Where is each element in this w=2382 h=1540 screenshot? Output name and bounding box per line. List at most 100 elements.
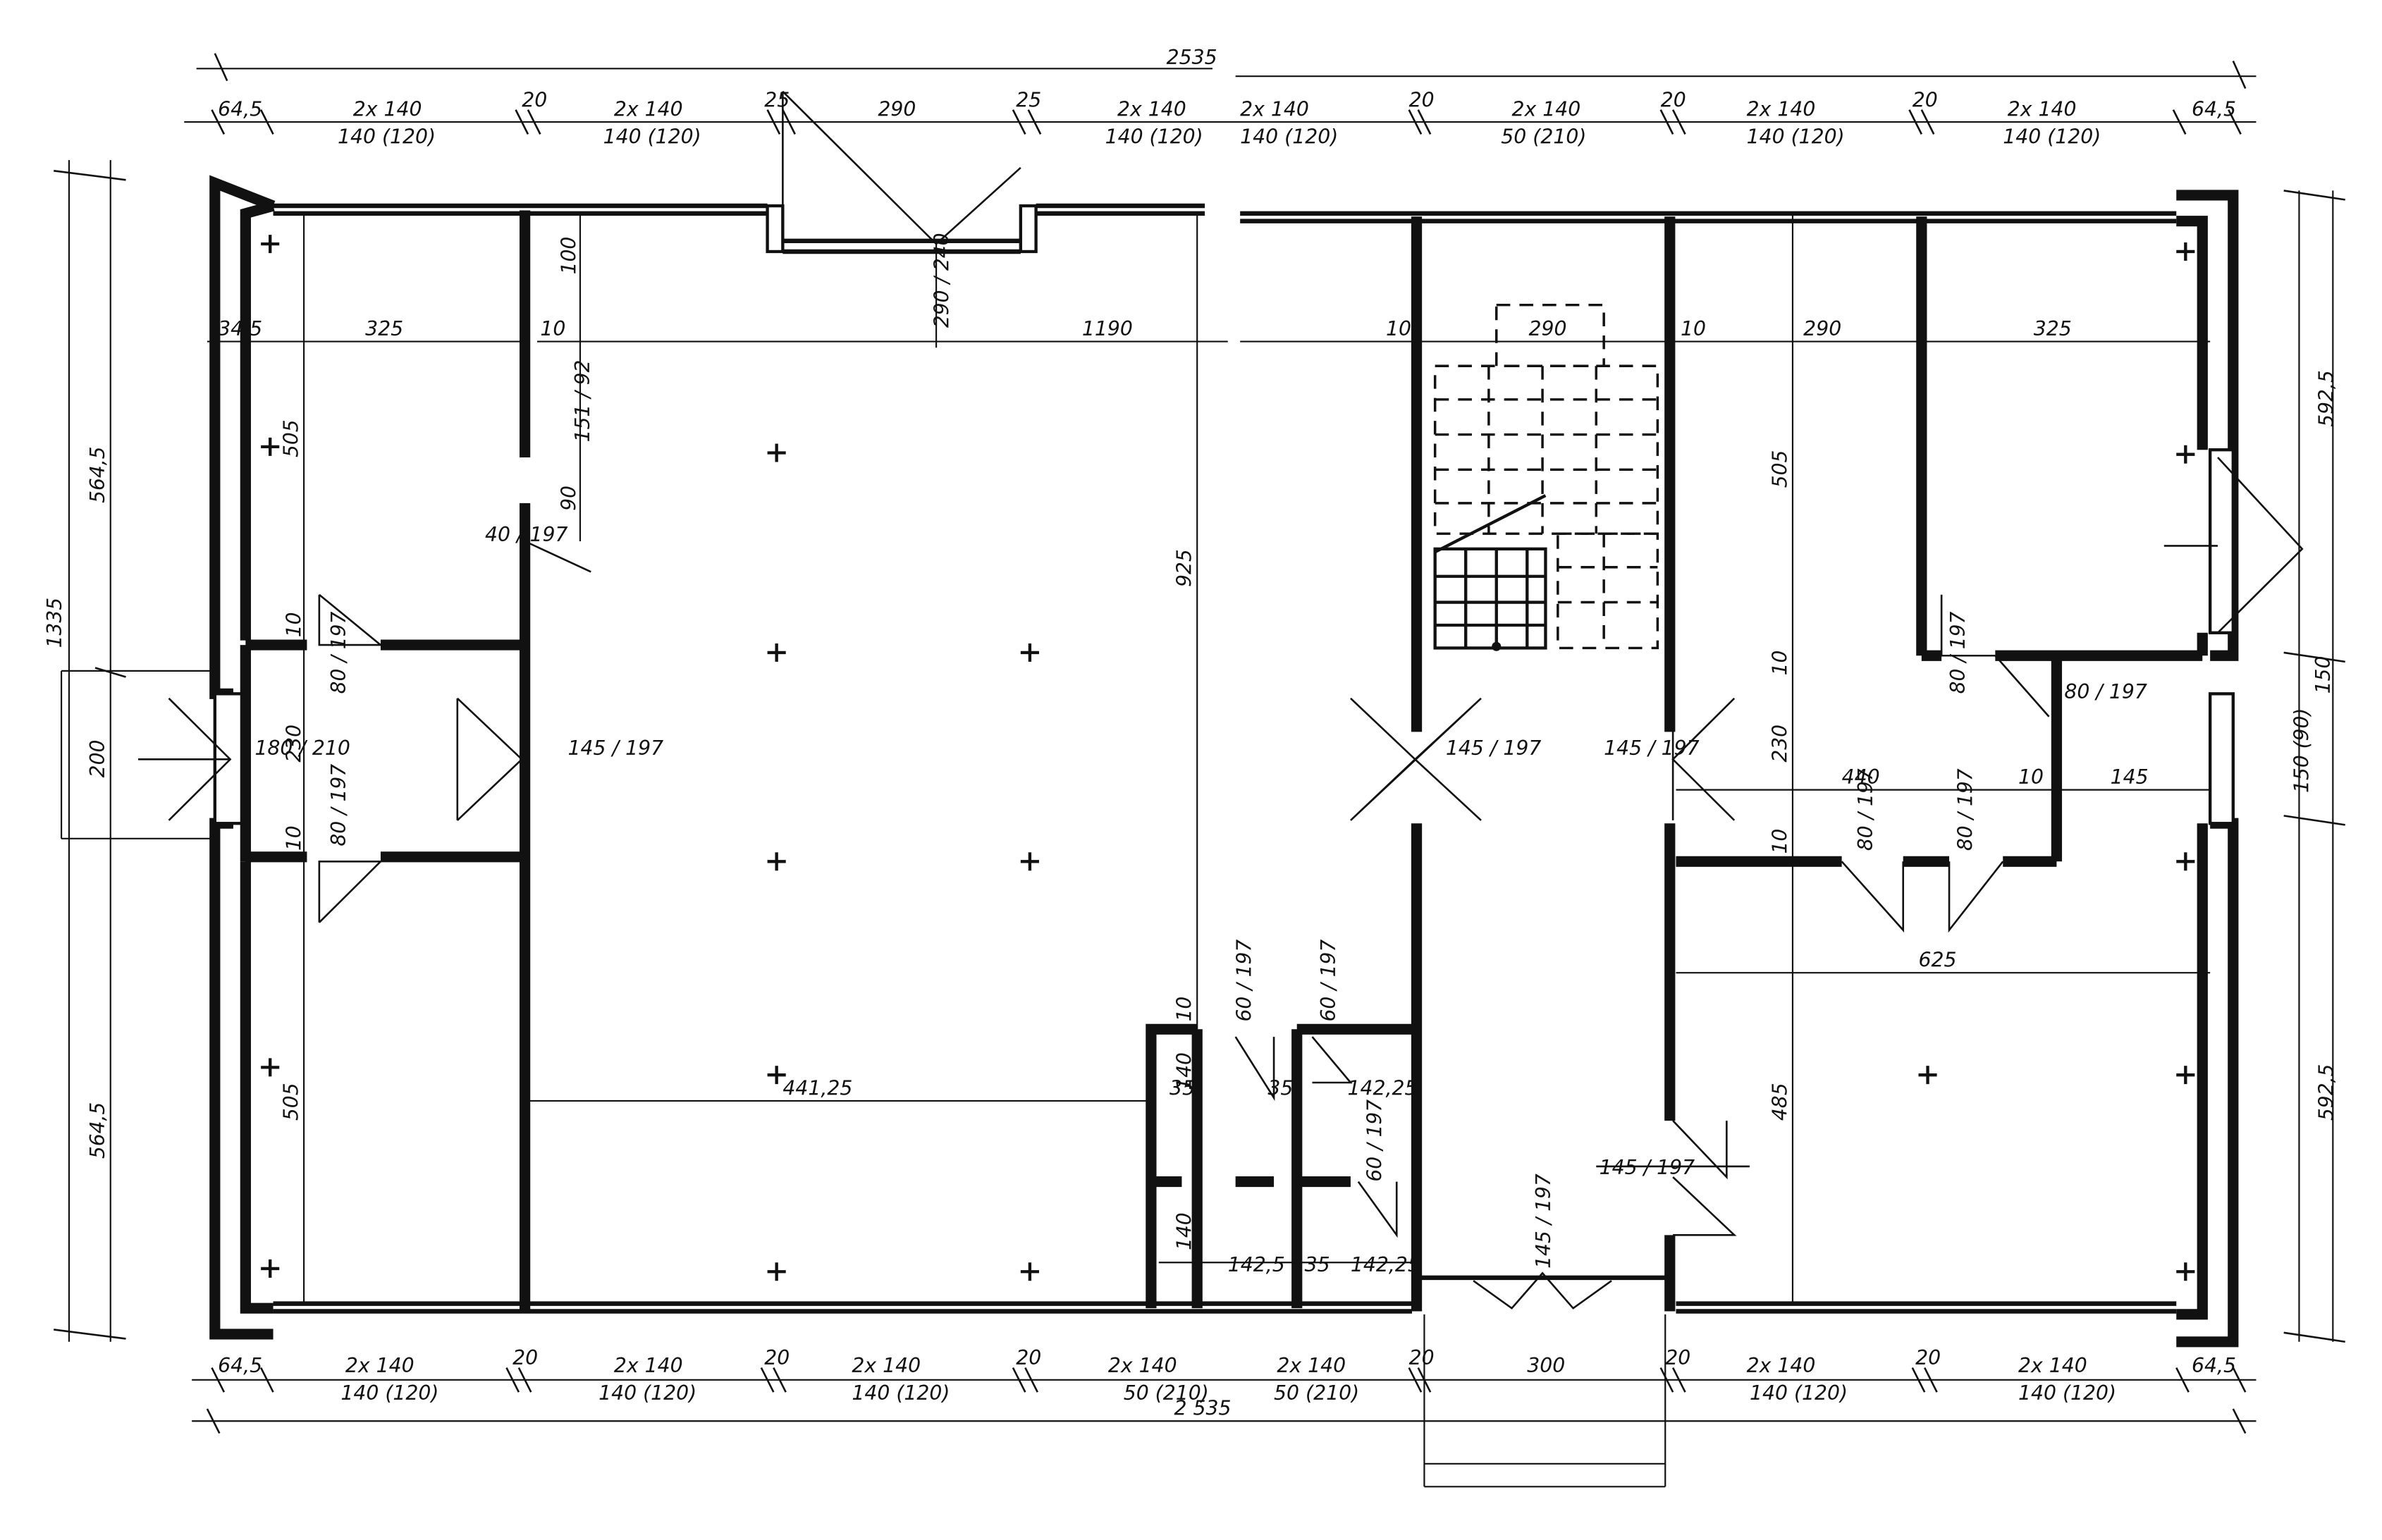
door-label: 80 / 197 <box>1954 768 1977 851</box>
dim-label: 10 <box>1768 651 1791 676</box>
dim-label: 2x 140 <box>2008 97 2077 121</box>
dim-label: 2x 140 <box>614 1354 683 1377</box>
door-label: 80 / 197 <box>327 764 350 846</box>
dim-label: 142,25 <box>1348 1076 1418 1099</box>
dim-label: 505 <box>1768 450 1791 488</box>
door-label: 60 / 197 <box>1363 1099 1386 1182</box>
dim-label: 10 <box>283 612 306 638</box>
dim-label: 25 <box>1016 89 1041 112</box>
dim-label: 505 <box>279 419 302 457</box>
dim-label: 505 <box>279 1083 302 1121</box>
dim-label: 2x 140 <box>1108 1354 1177 1377</box>
doors <box>137 90 2304 1310</box>
dim-label: 2x 140 <box>614 97 683 121</box>
dim-label: 50 (210) <box>1124 1381 1209 1405</box>
dim-label: 64,5 <box>218 97 262 121</box>
dim-label: 140 (120) <box>338 125 436 148</box>
right-small-label: 150 <box>2312 656 2335 694</box>
dim-label: 20 <box>1915 1346 1941 1369</box>
dim-label: 90 <box>557 486 580 511</box>
door-label: 180 / 210 <box>254 737 350 760</box>
dim-label: 20 <box>522 89 547 112</box>
dim-label: 20 <box>764 1346 790 1369</box>
door-label: 80 / 197 <box>327 611 350 694</box>
dim-label: 25 <box>764 89 790 112</box>
dim-label: 140 (120) <box>2003 125 2101 148</box>
dim-label: 142,25 <box>1351 1253 1420 1276</box>
door-label: 145 / 197 <box>568 737 664 760</box>
left-door-label: 200 <box>86 740 109 778</box>
dim-label: 2x 140 <box>1277 1354 1346 1377</box>
door-label: 145 / 197 <box>1604 737 1700 760</box>
dim-label: 325 <box>365 317 403 340</box>
entrance-steps <box>1423 1314 1666 1488</box>
door-labels: 180 / 210 145 / 197 80 / 197 80 / 197 40… <box>254 523 2147 1269</box>
top-dimension-chain: 2535 64,5 2x 140 20 2x 140 25 290 25 2x … <box>184 46 2257 148</box>
dim-label: 140 (120) <box>598 1381 696 1405</box>
right-dimension-chain: 592,5 592,5 150 (90) 150 <box>2283 190 2345 1343</box>
dim-label: 145 <box>2111 765 2149 789</box>
dim-label: 2x 140 <box>353 97 422 121</box>
dim-label: 20 <box>1661 89 1686 112</box>
column-marks <box>261 235 2195 1281</box>
dim-label: 1190 <box>1082 317 1133 340</box>
door-label: 80 / 197 <box>1854 768 1877 851</box>
right-lower-label: 592,5 <box>2314 1064 2338 1121</box>
dim-label: 140 (120) <box>1750 1381 1848 1405</box>
door-label: 80 / 197 <box>2064 680 2147 703</box>
dim-label: 142,5 <box>1228 1253 1285 1276</box>
dim-label: 625 <box>1918 949 1956 972</box>
dim-label: 10 <box>1768 829 1791 854</box>
dim-label: 10 <box>540 317 565 340</box>
interior-dimension-lines <box>207 213 2211 1304</box>
dim-label: 20 <box>1409 89 1435 112</box>
dim-label: 20 <box>1016 1346 1041 1369</box>
dim-label: 20 <box>1913 89 1938 112</box>
dim-label: 10 <box>283 825 306 851</box>
dim-label: 925 <box>1172 549 1196 587</box>
dim-label: 10 <box>2018 765 2044 789</box>
dim-label: 35 <box>1169 1076 1195 1099</box>
dim-label: 325 <box>2034 317 2072 340</box>
dim-label: 35 <box>1267 1076 1293 1099</box>
interior-labels: 34,5 325 10 1190 10 290 10 290 325 505 5… <box>218 233 2148 1276</box>
dim-label: 300 <box>1527 1354 1565 1377</box>
dim-label: 10 <box>1172 997 1196 1022</box>
bottom-total-label: 2 535 <box>1174 1397 1232 1420</box>
dim-label: 2x 140 <box>1512 97 1581 121</box>
door-label: 145 / 197 <box>1600 1156 1695 1179</box>
dim-label: 140 (120) <box>2018 1381 2116 1405</box>
dim-label: 485 <box>1768 1083 1791 1121</box>
dim-label: 441,25 <box>782 1076 852 1099</box>
door-label: 40 / 197 <box>485 523 568 546</box>
left-dimension-chain: 1335 564,5 564,5 200 <box>43 160 215 1342</box>
interior-walls <box>240 210 2203 1312</box>
dim-label: 151 / 92 <box>571 360 594 443</box>
door-label: 60 / 197 <box>1232 940 1256 1022</box>
dim-label: 100 <box>557 237 580 275</box>
dim-label: 440 <box>1842 765 1880 789</box>
dim-label: 2x 140 <box>1747 97 1816 121</box>
bottom-dimension-chain: 64,5 2x 140 20 2x 140 20 2x 140 20 2x 14… <box>192 1346 2257 1434</box>
right-upper-label: 592,5 <box>2314 370 2338 426</box>
dim-label: 2x 140 <box>345 1354 415 1377</box>
dim-label: 230 <box>1768 725 1791 763</box>
door-label: 145 / 197 <box>1532 1174 1555 1269</box>
dim-label: 290 <box>1528 317 1566 340</box>
dim-label: 140 (120) <box>603 125 701 148</box>
dim-label: 140 <box>1172 1052 1196 1090</box>
dim-label: 140 (120) <box>852 1381 950 1405</box>
dim-label: 64,5 <box>218 1354 262 1377</box>
dim-label: 10 <box>1386 317 1411 340</box>
dim-label: 20 <box>512 1346 538 1369</box>
dim-label: 35 <box>1305 1253 1330 1276</box>
dim-label: 50 (210) <box>1274 1381 1359 1405</box>
dim-label: 290 <box>1803 317 1841 340</box>
dim-label: 140 (120) <box>1747 125 1845 148</box>
dim-label: 64,5 <box>2192 97 2236 121</box>
dim-label: 140 (120) <box>340 1381 438 1405</box>
dim-label: 2x 140 <box>2018 1354 2087 1377</box>
dim-label: 290 / 240 <box>930 233 953 328</box>
dim-label: 140 (120) <box>1105 125 1203 148</box>
